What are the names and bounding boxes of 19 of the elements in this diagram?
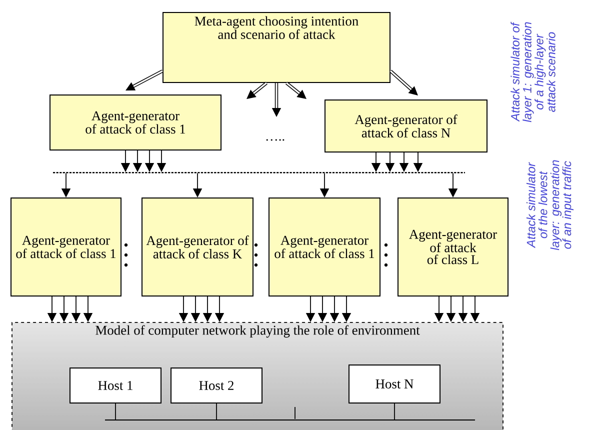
host-box: Host 1: [70, 368, 162, 404]
arrow: [126, 70, 164, 90]
layer-note: Attack simulator of the lowest layer: generation of an input traffic: [526, 160, 574, 250]
network-bus-drawing: [104, 406, 476, 420]
host-box: Host N: [348, 364, 440, 404]
arrow: [389, 70, 418, 96]
agent-box: Agent-generator of attack of class K: [142, 198, 254, 296]
arrow: [286, 82, 306, 99]
agent-box: Agent-generator of attack of class 1: [268, 198, 380, 296]
agent-box: Agent-generator of attack of class 1: [50, 94, 222, 150]
arrow: [246, 82, 268, 99]
ellipsis: …..: [266, 139, 284, 141]
agent-box: Agent-generator of attack of class N: [324, 100, 488, 152]
layer-note: Attack simulator of layer 1: generation of a high-layer attack scenario: [510, 22, 556, 122]
agent-box: Agent-generator of attack of class 1: [10, 198, 122, 296]
dotted-bus-line: [52, 172, 466, 174]
agent-box: Agent-generator of attack of class L: [398, 198, 508, 296]
agent-box: Meta-agent choosing intention and scenario of attack: [162, 12, 390, 83]
host-box: Host 2: [170, 368, 262, 404]
